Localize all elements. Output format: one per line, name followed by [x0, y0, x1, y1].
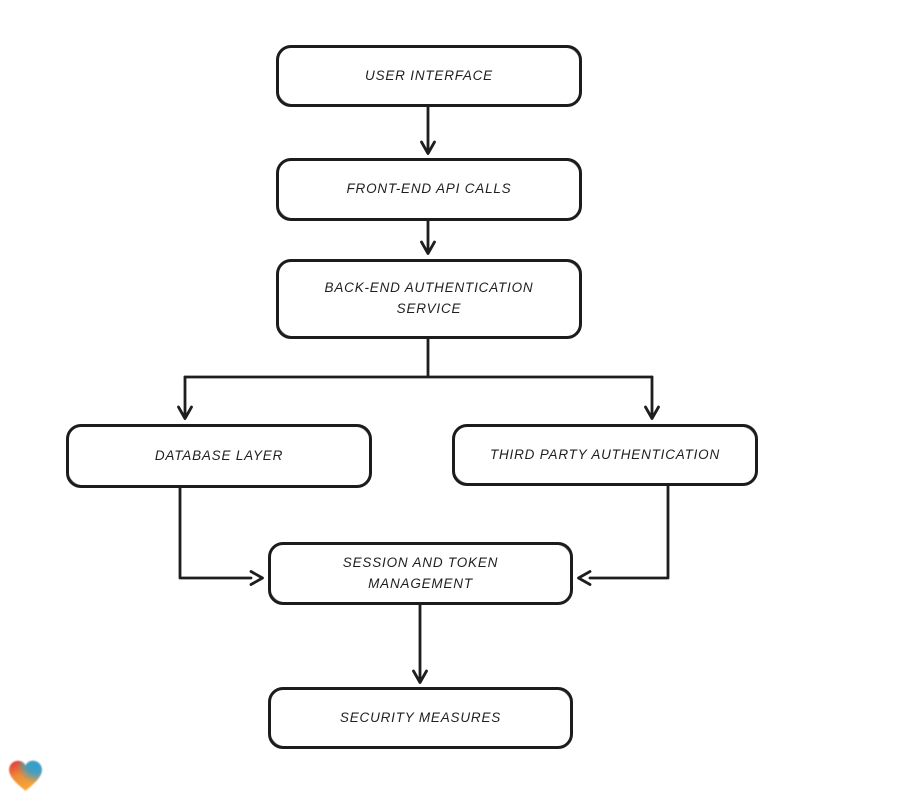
- node-back-end-authentication-service-label: BACK-END AUTHENTICATION SERVICE: [324, 280, 534, 316]
- node-front-end-api-calls-label: FRONT-END API CALLS: [346, 181, 512, 197]
- edge-branch-to-third-party: [644, 375, 660, 420]
- node-back-end-authentication-service[interactable]: BACK-END AUTHENTICATION SERVICE: [276, 259, 582, 339]
- gradient-heart-logo[interactable]: [8, 759, 43, 793]
- node-security-measures[interactable]: SECURITY MEASURES: [268, 687, 573, 749]
- node-third-party-authentication[interactable]: THIRD PARTY AUTHENTICATION: [452, 424, 758, 486]
- node-session-and-token-management-label: SESSION AND TOKEN MANAGEMENT: [342, 554, 499, 591]
- edge-branch-to-database-layer: [177, 375, 193, 420]
- node-security-measures-label: SECURITY MEASURES: [339, 709, 502, 725]
- node-user-interface-label: USER INTERFACE: [365, 67, 493, 83]
- node-session-and-token-management[interactable]: SESSION AND TOKEN MANAGEMENT: [268, 542, 573, 605]
- edge-third-party-to-session: [577, 484, 670, 586]
- edge-user-interface-to-front-end: [420, 105, 436, 155]
- node-front-end-api-calls[interactable]: FRONT-END API CALLS: [276, 158, 582, 221]
- edge-front-end-to-back-end: [420, 219, 436, 255]
- node-database-layer-label: DATABASE LAYER: [154, 447, 284, 463]
- node-third-party-authentication-label: THIRD PARTY AUTHENTICATION: [489, 446, 721, 462]
- edge-database-to-session: [178, 486, 264, 586]
- edge-back-end-branch-rail: [183, 337, 654, 379]
- node-user-interface[interactable]: USER INTERFACE: [276, 45, 582, 107]
- edge-session-to-security: [412, 603, 428, 684]
- node-database-layer[interactable]: DATABASE LAYER: [66, 424, 372, 488]
